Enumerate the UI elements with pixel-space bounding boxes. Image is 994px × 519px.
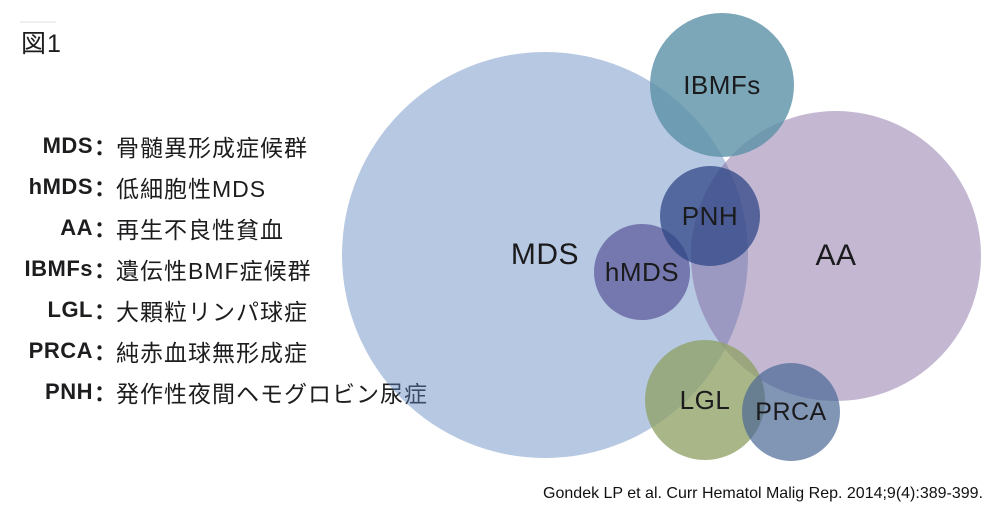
legend-row-lgl: LGL ： 大顆粒リンパ球症 <box>0 289 428 330</box>
legend-abbr-prca: PRCA <box>28 337 93 363</box>
legend-separator: ： <box>94 339 117 365</box>
legend-desc-aa: 再生不良性貧血 <box>116 216 285 243</box>
figure-title: 図1 <box>21 30 62 58</box>
legend-abbr-hmds: hMDS <box>28 173 93 199</box>
legend-separator: ： <box>94 257 117 283</box>
legend-desc-ibmfs: 遺伝性BMF症候群 <box>116 257 312 284</box>
venn-label-ibmfs: IBMFs <box>683 70 761 100</box>
legend-row-mds: MDS ： 骨髄異形成症候群 <box>0 125 428 166</box>
faint-rule <box>20 21 56 23</box>
legend-separator: ： <box>94 298 117 324</box>
legend-row-ibmfs: IBMFs ： 遺伝性BMF症候群 <box>0 248 428 289</box>
legend-desc-hmds: 低細胞性MDS <box>116 175 267 202</box>
venn-circle-pnh: PNH <box>660 166 760 266</box>
legend-row-pnh: PNH ： 発作性夜間ヘモグロビン尿症 <box>0 371 428 412</box>
legend-row-hmds: hMDS ： 低細胞性MDS <box>0 166 428 207</box>
legend-separator: ： <box>94 380 117 406</box>
legend-row-aa: AA ： 再生不良性貧血 <box>0 207 428 248</box>
citation: Gondek LP et al. Curr Hematol Malig Rep.… <box>543 485 983 502</box>
legend-abbr-pnh: PNH <box>45 378 93 404</box>
legend-abbr-lgl: LGL <box>47 296 93 322</box>
legend-abbr-aa: AA <box>60 214 93 240</box>
legend-desc-prca: 純赤血球無形成症 <box>116 339 309 366</box>
legend-separator: ： <box>94 175 117 201</box>
venn-label-aa: AA <box>815 239 857 272</box>
venn-label-lgl: LGL <box>679 385 731 415</box>
legend-desc-mds: 骨髄異形成症候群 <box>116 134 309 161</box>
venn-label-mds: MDS <box>510 238 580 271</box>
venn-label-pnh: PNH <box>681 201 739 231</box>
venn-label-hmds: hMDS <box>604 257 680 287</box>
legend-abbr-ibmfs: IBMFs <box>24 255 93 281</box>
venn-circle-prca: PRCA <box>742 363 840 461</box>
legend-row-prca: PRCA ： 純赤血球無形成症 <box>0 330 428 371</box>
legend-desc-lgl: 大顆粒リンパ球症 <box>116 298 309 325</box>
legend-separator: ： <box>94 134 117 160</box>
legend-separator: ： <box>94 216 117 242</box>
venn-circle-ibmfs: IBMFs <box>650 13 794 157</box>
legend-desc-pnh: 発作性夜間ヘモグロビン尿症 <box>116 380 429 407</box>
legend-abbr-mds: MDS <box>42 132 93 158</box>
venn-label-prca: PRCA <box>755 397 827 426</box>
legend: MDS ： 骨髄異形成症候群 hMDS ： 低細胞性MDS AA ： 再生不良性… <box>0 125 428 412</box>
